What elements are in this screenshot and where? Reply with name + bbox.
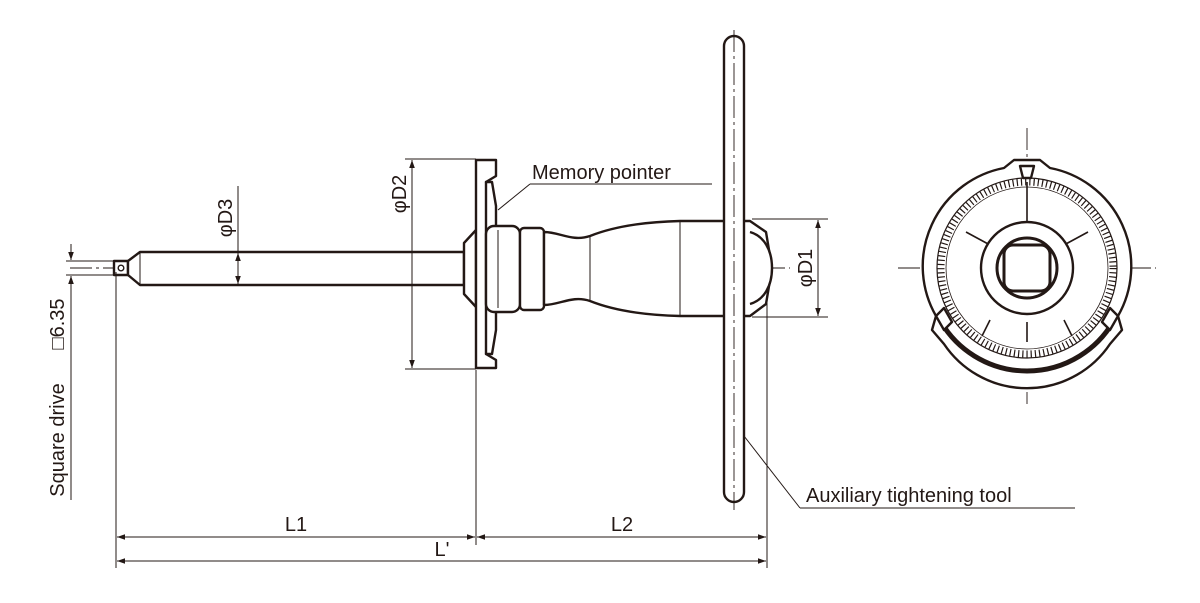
- front-memory-pointer: [1018, 164, 1036, 180]
- memory-pointer-label: Memory pointer: [532, 162, 671, 184]
- square-size-label: □6.35: [47, 298, 69, 349]
- dial-rim-shadow: [938, 320, 1116, 374]
- d3-label: φD3: [215, 199, 237, 238]
- shaft: [126, 250, 466, 287]
- l2-label: L2: [611, 514, 633, 536]
- memory-pointer-bracket: [484, 180, 498, 234]
- handle-end-cap: [749, 230, 774, 306]
- callouts: Memory pointer Auxiliary tightening tool: [497, 162, 1075, 509]
- hub-ring-2: [518, 226, 546, 312]
- l-total-label: L': [435, 539, 450, 561]
- dial-hub-square: [1002, 243, 1052, 293]
- auxiliary-tool-leader: [743, 435, 801, 509]
- dial-scale-ticks: [937, 178, 1117, 358]
- square-drive-label: Square drive: [47, 383, 69, 496]
- side-view: [70, 30, 790, 510]
- auxiliary-tool-label: Auxiliary tightening tool: [806, 485, 1012, 507]
- dial-collar: [462, 228, 478, 309]
- l1-label: L1: [285, 514, 307, 536]
- dial-index-marks: [965, 182, 1089, 342]
- right-lug: [1100, 306, 1120, 332]
- square-drive-pin: [117, 264, 125, 272]
- d1-label: φD1: [795, 249, 817, 288]
- d2-label: φD2: [389, 175, 411, 214]
- memory-pointer-leader: [497, 183, 531, 211]
- left-lug: [934, 306, 954, 332]
- dimensions: L1 L2 L' φD1 φD2 φD3 □6.35 Square drive: [47, 158, 828, 568]
- front-view: [898, 128, 1156, 404]
- memory-pointer-bracket-lower: [484, 308, 498, 356]
- hub-ring-1: [484, 224, 522, 314]
